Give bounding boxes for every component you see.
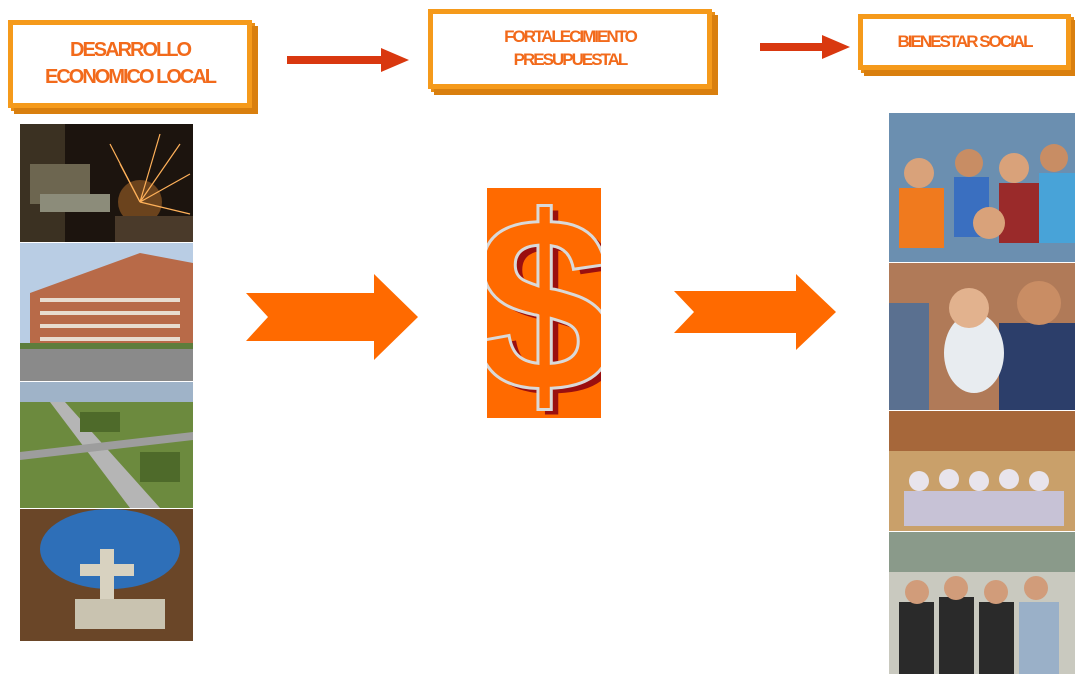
- highway-photo: [20, 382, 193, 508]
- step-2-line-1: FORTALECIMIENTO: [504, 27, 638, 47]
- elderly-group-photo: [889, 411, 1075, 531]
- currency-symbol-shadow: $: [487, 188, 601, 418]
- small-arrow-2-icon: [760, 35, 850, 59]
- mother-baby-photo: [889, 263, 1075, 410]
- buildings-photo: [20, 243, 193, 381]
- step-desarrollo-economico-box: DESARROLLO ECONOMICO LOCAL: [8, 20, 252, 108]
- step-bienestar-social-box: BIENESTAR SOCIAL: [858, 14, 1071, 70]
- step-1-line-2: ECONOMICO LOCAL: [45, 66, 217, 88]
- big-arrow-2-icon: [674, 274, 836, 350]
- step-2-line-2: PRESUPUESTAL: [513, 50, 629, 69]
- step-1-line-1: DESARROLLO: [70, 39, 192, 61]
- small-arrow-1-icon: [287, 48, 409, 72]
- children-group-photo: [889, 113, 1075, 262]
- step-fortalecimiento-box: FORTALECIMIENTO PRESUPUESTAL: [428, 9, 712, 89]
- big-arrow-1-icon: [246, 274, 418, 360]
- women-group-photo: [889, 532, 1075, 674]
- step-3-label: BIENESTAR SOCIAL: [897, 31, 1034, 51]
- welding-photo: [20, 124, 193, 242]
- currency-symbol-box: $ $: [487, 188, 601, 418]
- currency-symbol: $: [487, 188, 601, 418]
- salt-cathedral-photo: [20, 509, 193, 641]
